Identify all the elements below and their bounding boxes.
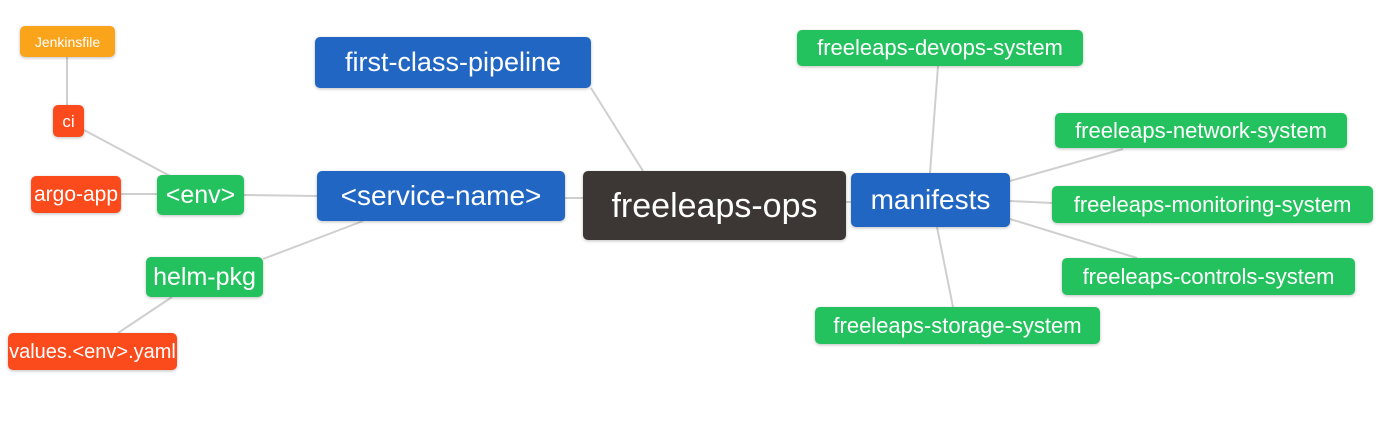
node-argo-app[interactable]: argo-app bbox=[31, 176, 121, 213]
node-monitoring-system[interactable]: freeleaps-monitoring-system bbox=[1052, 186, 1373, 223]
edge-manifests-controls bbox=[1009, 218, 1138, 259]
node-freeleaps-ops[interactable]: freeleaps-ops bbox=[583, 171, 846, 240]
node-jenkinsfile[interactable]: Jenkinsfile bbox=[20, 26, 115, 57]
edge-manifests-storage bbox=[936, 226, 954, 308]
node-ci[interactable]: ci bbox=[53, 105, 84, 137]
edge-env-service-name bbox=[243, 194, 318, 197]
edge-manifests-monitoring bbox=[1009, 200, 1053, 204]
edge-helm-pkg-service-name bbox=[262, 220, 364, 260]
edge-pipeline-freeleaps-ops bbox=[590, 87, 644, 172]
edge-manifests-network bbox=[1009, 148, 1124, 182]
edge-values-helm-pkg bbox=[117, 296, 173, 334]
edge-ci-env bbox=[83, 129, 171, 177]
node-network-system[interactable]: freeleaps-network-system bbox=[1055, 113, 1347, 148]
node-helm-pkg[interactable]: helm-pkg bbox=[146, 257, 263, 297]
node-values-env-yaml[interactable]: values.<env>.yaml bbox=[8, 333, 177, 370]
node-devops-system[interactable]: freeleaps-devops-system bbox=[797, 30, 1083, 66]
node-env[interactable]: <env> bbox=[157, 175, 244, 215]
node-storage-system[interactable]: freeleaps-storage-system bbox=[815, 307, 1100, 344]
node-service-name[interactable]: <service-name> bbox=[317, 171, 565, 221]
node-first-class-pipeline[interactable]: first-class-pipeline bbox=[315, 37, 591, 88]
node-controls-system[interactable]: freeleaps-controls-system bbox=[1062, 258, 1355, 295]
node-manifests[interactable]: manifests bbox=[851, 173, 1010, 227]
edge-manifests-devops bbox=[929, 65, 939, 174]
